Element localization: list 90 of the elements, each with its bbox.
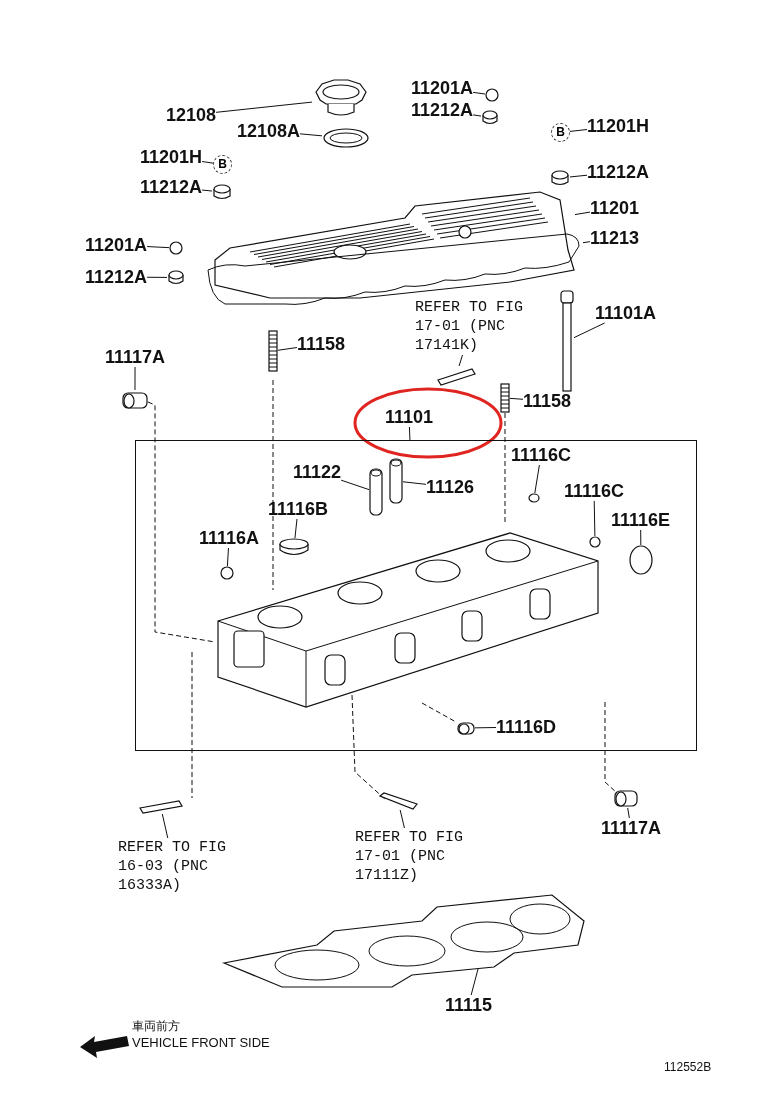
- plug-drawing: [457, 720, 475, 736]
- part-number: 11101: [385, 407, 434, 427]
- leader-line: [146, 276, 168, 278]
- leader-line: [472, 91, 486, 95]
- part-number: 12108A: [237, 121, 301, 141]
- leader-line: [340, 479, 370, 491]
- part-number: 11201: [590, 198, 640, 218]
- reference-note: REFER TO FIG 17-01 (PNC 17111Z): [355, 828, 468, 885]
- leader-line: [277, 347, 298, 351]
- leader-line: [582, 241, 591, 244]
- head-gasket-drawing: [222, 893, 587, 988]
- plug-drawing: [122, 390, 148, 410]
- part-number: 11201A: [411, 78, 474, 98]
- leader-line: [226, 547, 229, 567]
- leader-line: [299, 133, 323, 137]
- grommet-drawing: [212, 184, 232, 200]
- leader-line: [458, 354, 463, 367]
- part-number: 11116C: [511, 445, 572, 465]
- stud-drawing: [436, 366, 476, 386]
- note-text: 112552B: [664, 1060, 712, 1074]
- part-number: 11116D: [496, 717, 557, 737]
- part-number: 11126: [426, 477, 475, 497]
- part-number: 11212A: [587, 162, 650, 182]
- plug-drawing: [169, 241, 183, 255]
- leader-line: [146, 246, 170, 249]
- leader-line: [161, 813, 169, 839]
- plug-drawing: [528, 493, 540, 503]
- leader-line: [294, 518, 298, 539]
- part-number: 11115: [445, 995, 493, 1015]
- circled-letter: B: [551, 123, 570, 142]
- part-number: 11101A: [595, 303, 657, 323]
- plug-drawing: [629, 545, 653, 575]
- stud-drawing: [378, 792, 418, 810]
- part-number: 11212A: [411, 100, 474, 120]
- leader-line: [509, 397, 524, 400]
- plug-drawing: [485, 88, 499, 102]
- leader-line: [470, 968, 479, 996]
- leader-line: [534, 464, 540, 494]
- reference-note: REFER TO FIG 16-03 (PNC 16333A): [118, 838, 231, 895]
- leader-line: [408, 426, 411, 441]
- part-number: 11201A: [85, 235, 148, 255]
- stud-drawing: [138, 798, 183, 814]
- leader-line: [201, 161, 214, 164]
- valve-guide-drawing: [389, 458, 403, 504]
- stud-drawing: [268, 330, 278, 372]
- part-number: 11117A: [105, 347, 166, 367]
- leader-line: [574, 211, 591, 216]
- leader-line: [474, 727, 497, 729]
- part-number: 11201H: [140, 147, 203, 167]
- part-number: 11117A: [601, 818, 662, 838]
- grommet-drawing: [481, 110, 499, 125]
- leader-line: [472, 114, 482, 117]
- leader-line: [573, 322, 606, 339]
- circled-letter: B: [213, 155, 232, 174]
- part-number: 11158: [297, 334, 346, 354]
- part-number: 11122: [293, 462, 342, 482]
- bolt-drawing: [560, 290, 574, 392]
- note-text: 車両前方: [132, 1018, 180, 1035]
- stud-drawing: [500, 383, 510, 413]
- gasket-ring-drawing: [322, 127, 370, 149]
- part-number: 11201H: [587, 116, 650, 136]
- leader-line: [593, 500, 596, 537]
- plug-drawing: [614, 788, 638, 808]
- part-number: 12108: [166, 105, 217, 125]
- grommet-drawing: [167, 270, 185, 285]
- part-number: 11116E: [611, 510, 671, 530]
- leader-line: [134, 366, 136, 391]
- grommet-drawing: [550, 170, 570, 186]
- part-number: 11158: [523, 391, 572, 411]
- part-number: 11116B: [268, 499, 329, 519]
- leader-line: [569, 174, 588, 178]
- leader-line: [215, 101, 313, 113]
- leader-line: [627, 807, 630, 819]
- leader-line: [399, 809, 405, 829]
- part-number: 11116A: [199, 528, 260, 548]
- part-number: 11213: [590, 228, 640, 248]
- leader-line: [569, 129, 588, 132]
- plug-drawing: [589, 536, 601, 548]
- note-text: VEHICLE FRONT SIDE: [132, 1035, 270, 1050]
- plug-drawing: [279, 538, 309, 556]
- part-number: 11212A: [140, 177, 203, 197]
- part-number: 11212A: [85, 267, 148, 287]
- reference-note: REFER TO FIG 17-01 (PNC 17141K): [415, 298, 528, 355]
- leader-line: [201, 189, 213, 192]
- assembly-frame: [135, 440, 697, 751]
- leader-line: [640, 529, 642, 546]
- plug-drawing: [220, 566, 234, 580]
- valve-guide-drawing: [369, 468, 383, 516]
- part-number: 11116C: [564, 481, 625, 501]
- leader-line: [402, 481, 427, 485]
